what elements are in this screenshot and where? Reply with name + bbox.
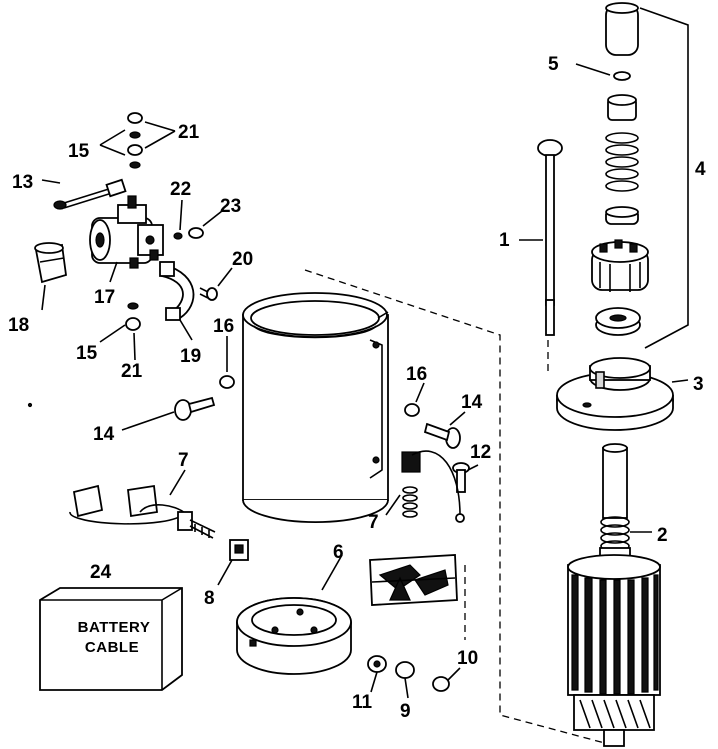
- screw-part-12: [452, 462, 470, 493]
- callout-21-lower: 21: [121, 361, 143, 382]
- washer-part-9: [395, 661, 415, 679]
- boot-part-18: [34, 242, 67, 284]
- callout-9: 9: [400, 701, 411, 722]
- callout-11: 11: [352, 692, 373, 713]
- brush-plate-part-6: [369, 554, 458, 606]
- callout-23: 23: [220, 196, 241, 217]
- terminal-nuts-top: [127, 112, 143, 169]
- drive-assembly-part-4: [591, 2, 689, 349]
- callout-8: 8: [204, 588, 215, 609]
- battery-cable-box-part-24: BATTERY CABLE: [39, 587, 183, 691]
- callout-4: 4: [695, 159, 706, 180]
- callout-1: 1: [499, 230, 510, 251]
- callout-22: 22: [170, 179, 191, 200]
- washer-part-16-right: [404, 403, 420, 417]
- callout-7-left: 7: [178, 450, 189, 471]
- washer-part-16-left: [219, 375, 235, 389]
- screw-part-20: [199, 287, 218, 301]
- callout-labels: 5 4 1 3 2 15 21 13 22 23 20 17 18 16 15 …: [8, 54, 706, 722]
- callout-16-left: 16: [213, 316, 234, 337]
- callout-3: 3: [693, 374, 704, 395]
- callout-10: 10: [457, 648, 478, 669]
- callout-14-right: 14: [461, 392, 483, 413]
- callout-2: 2: [657, 525, 668, 546]
- washer-part-22: [173, 232, 183, 240]
- callout-21-top: 21: [178, 122, 200, 143]
- terminal-nuts-lower: [125, 302, 141, 331]
- screw-part-14-right: [423, 422, 461, 449]
- strap-part-19: [159, 261, 195, 321]
- through-bolt-part-1: [537, 139, 563, 336]
- battery-box-line1: BATTERY: [78, 619, 151, 636]
- field-frame-housing: [242, 292, 389, 524]
- callout-19: 19: [180, 346, 201, 367]
- callout-20: 20: [232, 249, 253, 270]
- callout-12: 12: [470, 442, 491, 463]
- bolt-part-13: [53, 178, 127, 210]
- callout-6: 6: [333, 542, 344, 563]
- connector-part-8: [229, 539, 249, 561]
- solenoid-part-17: [89, 195, 164, 269]
- brush-set-part-7-right: [401, 450, 465, 523]
- battery-box-line2: CABLE: [85, 639, 139, 656]
- callout-14-left: 14: [93, 424, 115, 445]
- nut-part-10: [432, 676, 450, 692]
- drive-end-cap-part-3: [556, 357, 674, 431]
- callout-5: 5: [548, 54, 559, 75]
- callout-7-right: 7: [368, 512, 379, 533]
- commutator-end-cap: [236, 597, 352, 675]
- callout-15-top: 15: [68, 141, 90, 162]
- armature-part-2: [567, 443, 661, 747]
- callout-18: 18: [8, 315, 29, 336]
- leader-lines: [41, 63, 689, 699]
- callout-15-lower: 15: [76, 343, 98, 364]
- washer-part-11-hole: [373, 660, 381, 668]
- callout-13: 13: [12, 172, 33, 193]
- callout-16-right: 16: [406, 364, 427, 385]
- screw-part-14-left: [174, 396, 216, 421]
- callout-17: 17: [94, 287, 115, 308]
- callout-24: 24: [90, 562, 112, 583]
- stray-dot: [27, 402, 33, 408]
- nut-part-23: [188, 227, 204, 239]
- brush-set-part-7-left: [69, 484, 216, 539]
